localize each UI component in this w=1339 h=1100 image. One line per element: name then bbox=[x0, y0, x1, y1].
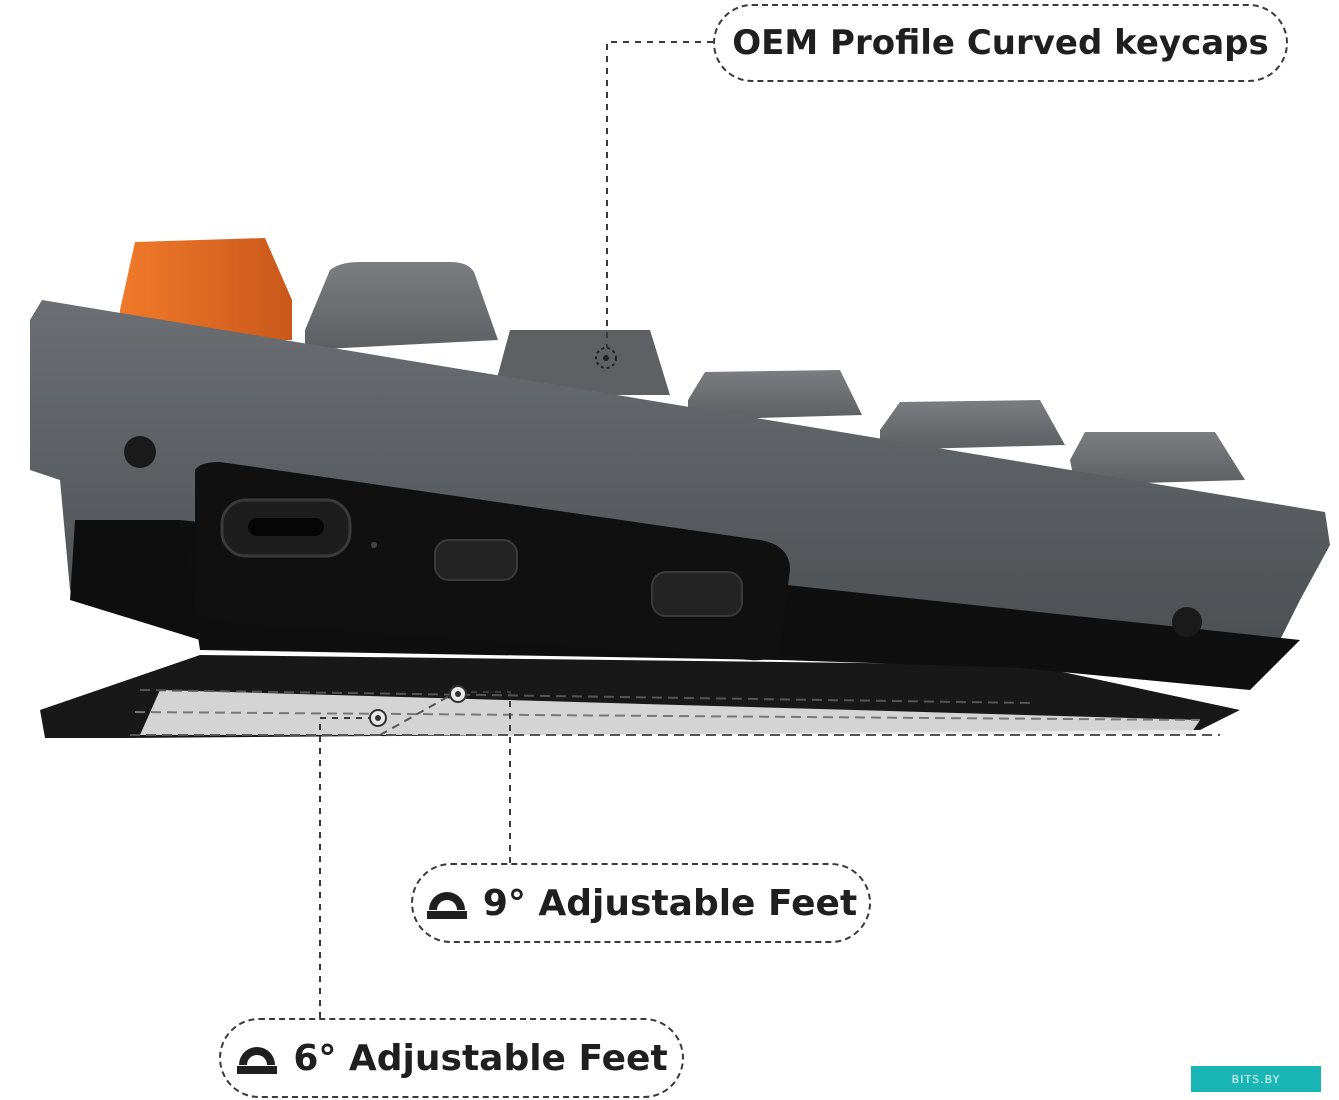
keycap-4 bbox=[688, 370, 862, 420]
mode-switch-1 bbox=[434, 539, 518, 581]
callout-keycaps: OEM Profile Curved keycaps bbox=[713, 4, 1288, 82]
callout-feet-9: 9° Adjustable Feet bbox=[411, 863, 871, 943]
adjustable-feet bbox=[40, 655, 1240, 738]
keycap-2 bbox=[305, 262, 498, 350]
watermark-text: BITS.BY bbox=[1231, 1072, 1281, 1086]
screw-hole-left bbox=[124, 436, 156, 468]
leader-lines bbox=[319, 41, 713, 1018]
callout-feet-6-label: 6° Adjustable Feet bbox=[293, 1037, 668, 1079]
watermark-badge: BITS.BY bbox=[1191, 1066, 1321, 1092]
callout-feet-9-label: 9° Adjustable Feet bbox=[482, 882, 858, 924]
anchor-dots bbox=[369, 347, 617, 727]
keycap-6 bbox=[1070, 432, 1245, 485]
mode-switch-2 bbox=[651, 571, 743, 617]
keycaps bbox=[120, 238, 1245, 485]
callout-feet-6: 6° Adjustable Feet bbox=[219, 1018, 684, 1098]
callout-keycaps-label: OEM Profile Curved keycaps bbox=[732, 23, 1269, 63]
keycap-3 bbox=[497, 330, 670, 395]
keycap-5 bbox=[880, 400, 1065, 450]
orange-keycap bbox=[120, 238, 292, 340]
port-panel bbox=[195, 462, 790, 661]
screw-hole-right bbox=[1172, 607, 1202, 637]
protractor-ruler-icon bbox=[237, 1047, 278, 1074]
protractor-ruler-icon bbox=[426, 892, 467, 919]
indicator-led bbox=[371, 542, 377, 548]
